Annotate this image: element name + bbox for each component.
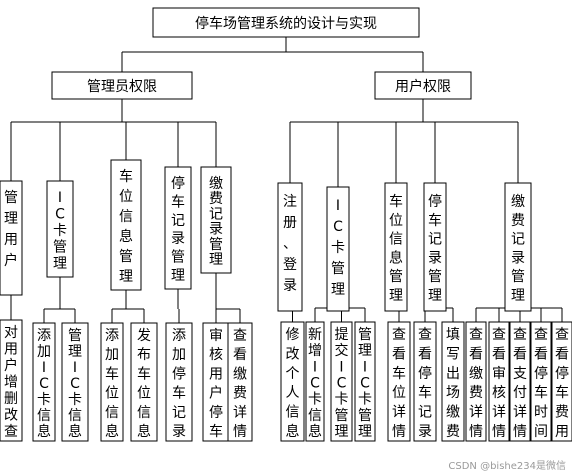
admin-module-4-label: 停车记录管理 [171, 175, 185, 284]
user-module-3-label: 车位信息管理 [389, 193, 403, 304]
connector-lines [10, 37, 563, 323]
user-module-4-leaf-1: 查看停车记录 [413, 321, 437, 442]
user-module-5-leaf-5-label: 查看停车费用 [555, 327, 569, 440]
user-module-4: 停车记录管理 [423, 182, 447, 312]
user-module-1-leaf-1-label: 修改个人信息 [286, 327, 300, 440]
admin-module-5-leaf-2-label: 查看缴费详情 [233, 328, 247, 440]
user-module-5-leaf-1: 查看缴费详情 [465, 321, 487, 442]
user-module-5-leaf-5: 查看停车费用 [551, 321, 572, 442]
admin-permission-node: 管理员权限 [51, 71, 193, 100]
user-module-5: 缴费记录管理 [504, 182, 532, 312]
admin-module-4-leaf-1: 添加停车记录 [165, 322, 193, 442]
user-module-1-leaf-1: 修改个人信息 [280, 321, 305, 442]
user-module-4-leaf-2: 填写出场缴费 [441, 321, 465, 442]
user-module-5-leaf-4: 查看停车时间 [530, 321, 552, 442]
user-module-5-leaf-4-label: 查看停车时间 [534, 327, 548, 440]
admin-module-3-leaf-2-label: 发布车位信息 [137, 328, 151, 440]
admin-module-5-leaf-2: 查看缴费详情 [227, 322, 253, 442]
admin-module-3-label: 车位信息管理 [119, 168, 133, 285]
watermark: CSDN @bishe234是微信 [448, 459, 566, 472]
user-module-5-leaf-3-label: 查看支付详情 [513, 327, 527, 440]
user-module-3: 车位信息管理 [384, 182, 408, 312]
admin-module-3-leaf-2: 发布车位信息 [130, 322, 158, 442]
admin-module-4-leaf-1-label: 添加停车记录 [172, 328, 186, 440]
admin-module-3-leaf-1-label: 添加车位信息 [105, 328, 119, 440]
user-module-3-leaf-1: 查看车位详情 [387, 321, 411, 442]
admin-module-5-label: 缴费记录管理 [209, 176, 223, 268]
user-permission-node: 用户权限 [374, 71, 472, 100]
admin-module-3-leaf-1: 添加车位信息 [100, 322, 124, 442]
user-module-4-label: 停车记录管理 [428, 193, 442, 304]
user-module-1-label: 注册、登录 [283, 194, 297, 294]
admin-module-1-label: 管理用户 [4, 190, 18, 269]
root-node: 停车场管理系统的设计与实现 [152, 7, 420, 38]
admin-module-1: 管理用户 [0, 180, 23, 296]
user-module-5-leaf-2: 查看审核详情 [488, 321, 510, 442]
admin-module-3: 车位信息管理 [110, 159, 142, 291]
root-title: 停车场管理系统的设计与实现 [195, 15, 377, 32]
user-module-5-leaf-1-label: 查看缴费详情 [469, 327, 483, 440]
user-module-5-label: 缴费记录管理 [511, 194, 525, 304]
user-module-5-leaf-2-label: 查看审核详情 [492, 327, 506, 440]
user-module-4-leaf-2-label: 填写出场缴费 [446, 327, 460, 440]
admin-module-5-leaf-1-label: 审核用户停车 [209, 328, 223, 440]
admin-module-1-leaf-1: 对用户增删改查 [0, 319, 23, 442]
admin-module-1-leaf-1-label: 对用户增删改查 [4, 325, 18, 440]
user-module-1: 注册、登录 [277, 182, 303, 312]
admin-module-5-leaf-1: 审核用户停车 [202, 322, 230, 442]
user-module-4-leaf-1-label: 查看停车记录 [418, 327, 432, 440]
user-permission-label: 用户权限 [395, 78, 451, 95]
admin-module-5: 缴费记录管理 [200, 166, 232, 274]
admin-permission-label: 管理员权限 [87, 79, 157, 95]
user-module-3-leaf-1-label: 查看车位详情 [392, 327, 406, 440]
admin-module-4: 停车记录管理 [164, 166, 192, 290]
user-module-5-leaf-3: 查看支付详情 [509, 321, 531, 442]
